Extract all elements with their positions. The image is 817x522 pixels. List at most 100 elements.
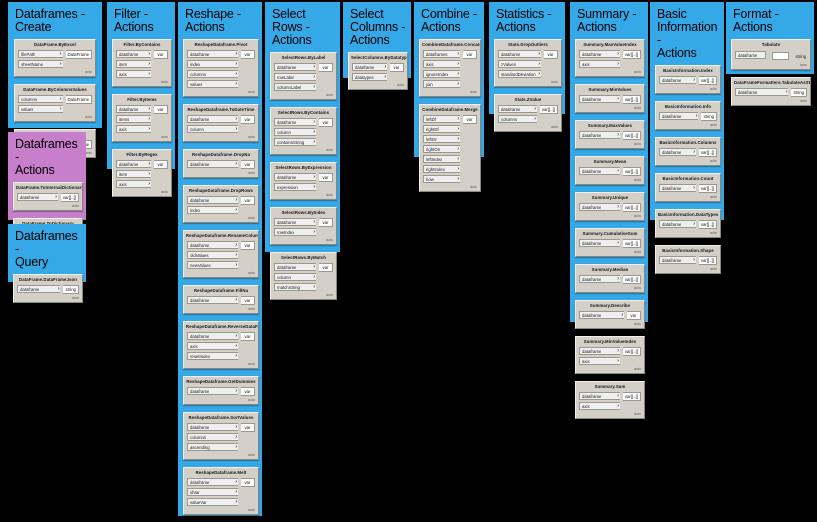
input-port-columns[interactable]: columns› — [187, 70, 238, 78]
input-port-columnLabel[interactable]: columnLabel› — [274, 83, 316, 91]
output-port-var-[interactable]: var[]..[] — [622, 203, 641, 212]
output-port-var[interactable]: var — [319, 218, 333, 227]
input-port-rightDf[interactable]: rightDf› — [423, 125, 460, 133]
input-port-how[interactable]: how› — [423, 175, 460, 183]
output-port-string[interactable]: string — [791, 88, 807, 97]
input-port-dataframe[interactable]: dataframe› — [659, 220, 696, 228]
output-port-var[interactable]: var — [241, 332, 255, 341]
input-port-zValues[interactable]: zValues› — [498, 60, 541, 68]
input-port-dataframe[interactable]: dataframe› — [274, 173, 316, 181]
input-port-rightOn[interactable]: rightOn› — [423, 145, 460, 153]
input-port-dataframe[interactable]: dataframe› — [352, 63, 387, 71]
input-port-dataframe[interactable]: dataframe› — [187, 115, 238, 123]
input-port-dataframe[interactable]: dataframe› — [274, 263, 316, 271]
input-port-dataframe[interactable]: dataframe› — [498, 105, 537, 113]
input-port-oldValues[interactable]: oldValues› — [187, 251, 238, 259]
output-port-var[interactable]: var — [241, 423, 255, 432]
input-port-values[interactable]: values› — [18, 105, 63, 113]
input-port-dataframe[interactable]: dataframe› — [274, 118, 316, 126]
output-port-var-[interactable]: var[]..[] — [622, 95, 641, 104]
input-port-dataframe[interactable]: dataframe› — [579, 167, 620, 175]
input-port-dataframe[interactable]: dataframe› — [17, 193, 58, 201]
input-port-leftOn[interactable]: leftOn› — [423, 135, 460, 143]
input-port-dataframe[interactable]: dataframe› — [579, 50, 620, 58]
output-port-var[interactable]: var — [390, 63, 404, 72]
input-port-leftDf[interactable]: leftDf› — [423, 115, 460, 123]
output-port-var[interactable]: var — [463, 115, 477, 124]
input-port-dataframe[interactable]: dataframe› — [735, 88, 789, 96]
output-port-var[interactable]: var — [241, 296, 255, 305]
input-port-rowIndex[interactable]: rowIndex› — [274, 228, 316, 236]
input-port-axis[interactable]: axis› — [579, 60, 620, 68]
input-port-axis[interactable]: axis› — [116, 180, 151, 188]
input-port-axis[interactable]: axis› — [187, 342, 238, 350]
input-port-join[interactable]: join› — [423, 80, 460, 88]
input-port-containsString[interactable]: containsString› — [274, 138, 316, 146]
input-port-dataframe[interactable]: dataframe — [735, 51, 767, 59]
input-port-ignoreIndex[interactable]: ignoreIndex› — [423, 70, 460, 78]
input-port-dataframe[interactable]: dataframe› — [116, 50, 151, 58]
input-port-dataframe[interactable]: dataframe› — [116, 160, 151, 168]
output-port-var[interactable]: var — [241, 160, 255, 169]
input-port-dataframe[interactable]: dataframe› — [187, 196, 238, 204]
output-port-var[interactable]: var — [319, 63, 333, 72]
input-port-datatypes[interactable]: datatypes› — [352, 73, 387, 81]
output-port-var[interactable]: var — [154, 50, 168, 59]
input-port-columns[interactable]: columns› — [498, 115, 537, 123]
output-port-var-[interactable]: var[]..[] — [698, 184, 717, 193]
output-port-var-[interactable]: var[]..[] — [622, 50, 641, 59]
output-port-var[interactable]: var — [241, 115, 255, 124]
output-port-var-[interactable]: var[]..[] — [622, 131, 641, 140]
output-port-var[interactable]: var — [154, 105, 168, 114]
output-port-var-[interactable]: var[]..[] — [60, 193, 79, 202]
input-port-dataframe[interactable]: dataframe› — [187, 50, 238, 58]
value-field[interactable] — [772, 52, 790, 60]
input-port-axis[interactable]: axis› — [579, 357, 620, 365]
output-port-var-[interactable]: var[]..[] — [539, 105, 558, 114]
input-port-standardDeviation[interactable]: standardDeviation› — [498, 70, 541, 78]
input-port-dataframe[interactable]: dataframe› — [187, 296, 238, 304]
input-port-column[interactable]: column› — [187, 125, 238, 133]
input-port-filePath[interactable]: filePath› — [18, 50, 63, 58]
input-port-column[interactable]: column› — [274, 273, 316, 281]
input-port-dataframes[interactable]: dataframes› — [423, 50, 460, 58]
output-port-var[interactable]: var — [319, 263, 333, 272]
input-port-index[interactable]: index› — [187, 206, 238, 214]
input-port-leftIndex[interactable]: leftIndex› — [423, 155, 460, 163]
node-combinedataframe-concatenate[interactable]: CombineDataframe.Concatenatedataframes›a… — [419, 39, 481, 97]
input-port-dataframe[interactable]: dataframe› — [187, 241, 238, 249]
input-port-resetIndex[interactable]: resetIndex› — [187, 352, 238, 360]
output-port-var-[interactable]: var[]..[] — [622, 275, 641, 284]
output-port-string[interactable]: string — [63, 285, 79, 294]
output-port-DataFrame[interactable]: DataFrame — [65, 95, 92, 104]
input-port-dataframe[interactable]: dataframe› — [274, 63, 316, 71]
input-port-dataframe[interactable]: dataframe› — [659, 148, 696, 156]
input-port-rightIndex[interactable]: rightIndex› — [423, 165, 460, 173]
